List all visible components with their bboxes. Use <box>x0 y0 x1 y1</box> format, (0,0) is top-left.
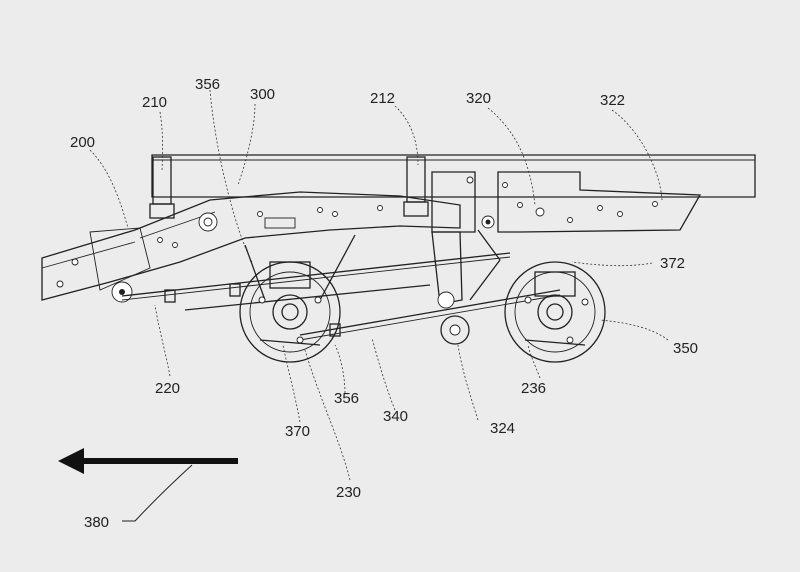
label-200: 200 <box>70 134 95 151</box>
label-210: 210 <box>142 94 167 111</box>
label-300: 300 <box>250 86 275 103</box>
label-236: 236 <box>521 380 546 397</box>
label-212: 212 <box>370 90 395 107</box>
label-370: 370 <box>285 423 310 440</box>
label-380: 380 <box>84 514 109 531</box>
label-320: 320 <box>466 90 491 107</box>
label-324: 324 <box>490 420 515 437</box>
label-220: 220 <box>155 380 180 397</box>
reference-labels: 200 210 356 300 212 320 322 372 350 220 … <box>70 76 698 531</box>
rear-axle <box>504 261 606 363</box>
label-350: 350 <box>673 340 698 357</box>
label-322: 322 <box>600 92 625 109</box>
mount-210 <box>149 156 175 219</box>
label-356-bottom: 356 <box>334 390 359 407</box>
label-372: 372 <box>660 255 685 272</box>
front-axle <box>239 261 341 363</box>
shackle <box>431 229 501 345</box>
label-356-top: 356 <box>195 76 220 93</box>
links-and-springs <box>121 234 561 341</box>
label-230: 230 <box>336 484 361 501</box>
direction-arrow <box>58 448 238 474</box>
bed-rail <box>151 154 756 198</box>
rear-brackets <box>431 171 702 233</box>
mount-212 <box>403 156 429 217</box>
label-340: 340 <box>383 408 408 425</box>
frame-rail <box>41 191 461 303</box>
leader-lines <box>89 89 669 522</box>
